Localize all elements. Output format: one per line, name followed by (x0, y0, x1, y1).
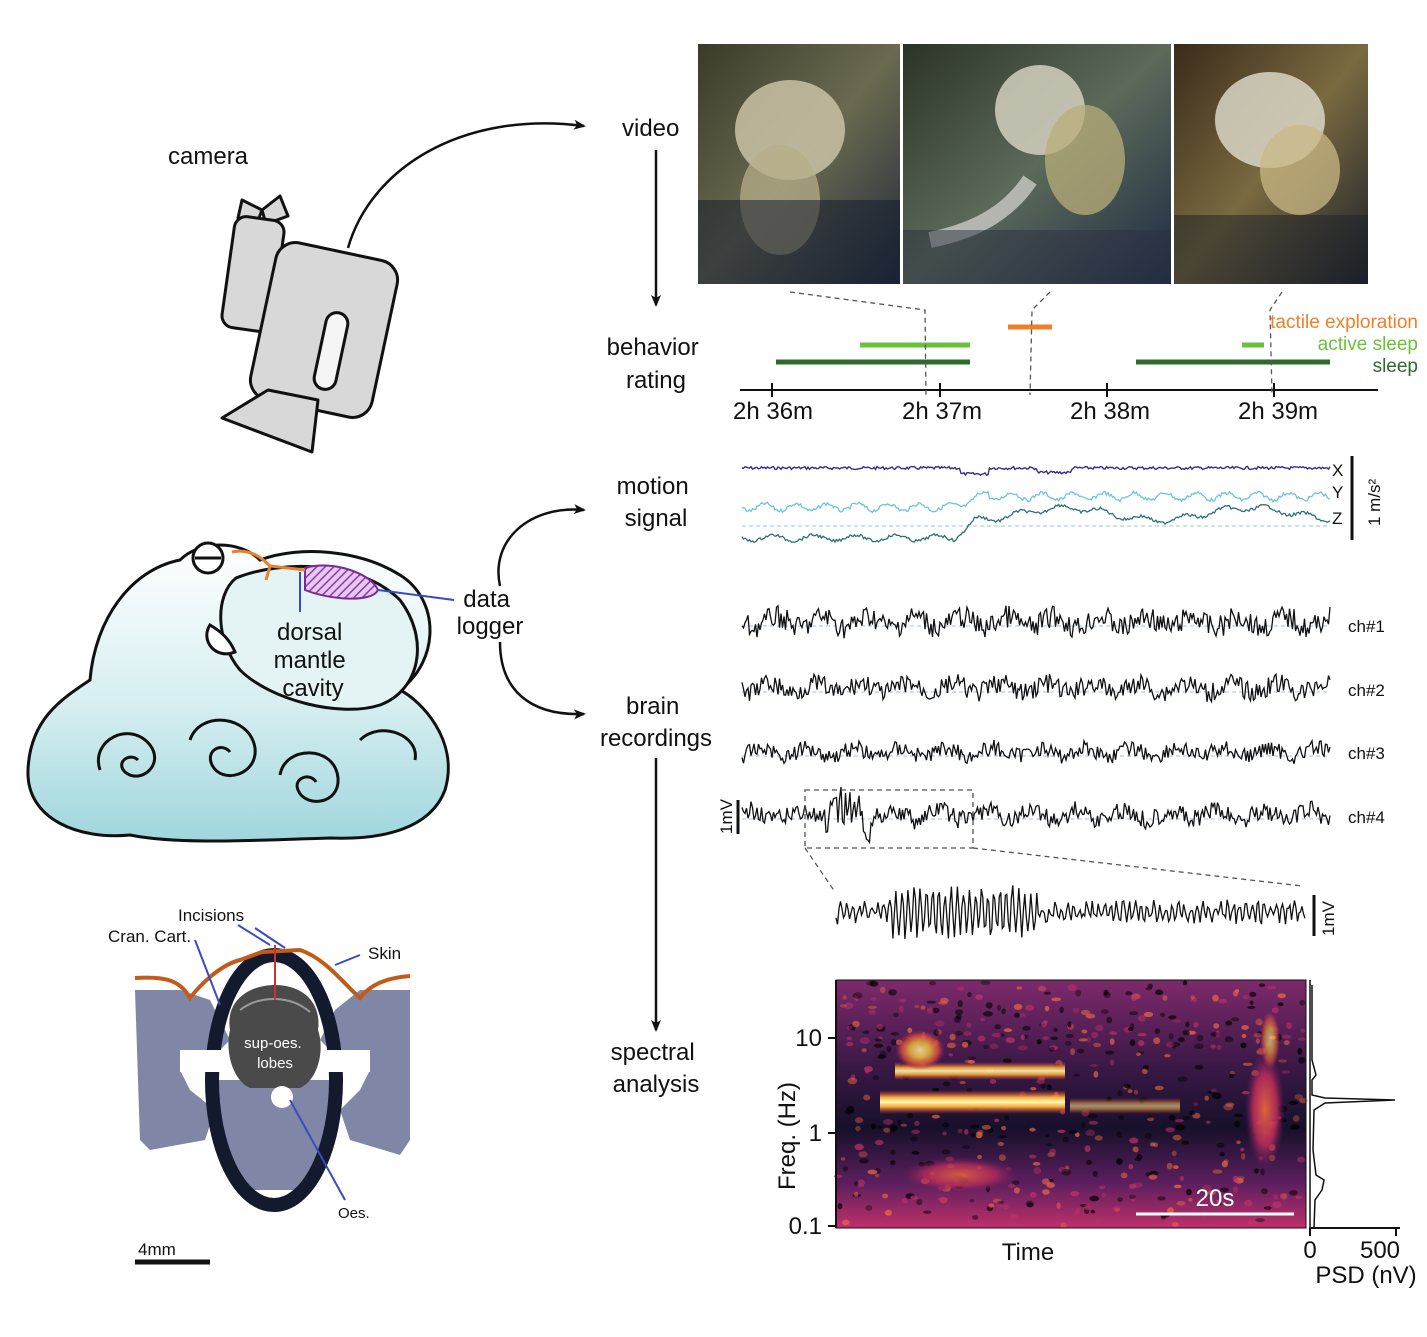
channel-label: ch#4 (1348, 808, 1385, 827)
motion-scale-label: 1 m/s² (1365, 478, 1384, 526)
cran-cart-label: Cran. Cart. (108, 927, 191, 946)
legend-tactile-exploration: tactile exploration (1270, 312, 1418, 333)
motion-trace-z (741, 503, 1331, 544)
data-logger-pointer (377, 589, 455, 601)
anatomy-diagram (134, 924, 411, 1212)
behavior-rating-label: behavior rating (607, 334, 706, 394)
incisions-label: Incisions (178, 906, 244, 925)
spectral-analysis-label: spectral analysis (611, 1039, 702, 1098)
brain-traces (741, 604, 1331, 845)
motion-signal-label: motion signal (617, 473, 696, 532)
video-frames (698, 44, 1368, 284)
behavior-timeline (740, 291, 1378, 397)
motion-axis-z: Z (1332, 509, 1342, 528)
lobes-label: sup-oes. lobes (244, 1035, 306, 1072)
video-frame (1174, 44, 1368, 284)
psd-tick-label: 500 (1360, 1237, 1400, 1264)
spectrogram-xlabel: Time (1002, 1239, 1054, 1266)
brain-scale-label: 1mV (717, 798, 736, 834)
video-frame (698, 44, 900, 284)
brain-recordings-label: brain recordings (600, 693, 712, 752)
inset-trace (835, 885, 1306, 939)
anatomy-scalebar-label: 4mm (138, 1240, 176, 1259)
ytick-label: 1 (809, 1120, 822, 1147)
time-tick-label: 2h 37m (902, 398, 982, 425)
logger-to-brain-arrow (498, 641, 586, 720)
video-frame (903, 44, 1171, 284)
oes-label: Oes. (338, 1205, 370, 1222)
psd-tick-label: 0 (1303, 1237, 1316, 1264)
time-tick-label: 2h 38m (1070, 398, 1150, 425)
brain-trace-ch2 (741, 672, 1331, 704)
camera-label: camera (168, 143, 249, 170)
skin-label: Skin (368, 944, 401, 963)
motion-trace-y (741, 490, 1331, 514)
video-label: video (622, 115, 679, 142)
spectrogram-ylabel: Freq. (Hz) (774, 1082, 801, 1190)
spectrogram-yaxis (828, 980, 837, 1228)
channel-label: ch#1 (1348, 617, 1385, 636)
psd-label: PSD (nV) (1315, 1262, 1416, 1289)
octopus-illustration (26, 541, 450, 843)
spectrogram-scalebar-label: 20s (1196, 1185, 1235, 1212)
motion-trace-x (741, 465, 1331, 477)
channel-label: ch#2 (1348, 681, 1385, 700)
legend-sleep: sleep (1373, 356, 1418, 377)
motion-axis-y: Y (1332, 483, 1343, 502)
camera-icon (220, 194, 400, 454)
camera-to-video-arrow (346, 119, 586, 249)
legend-active-sleep: active sleep (1318, 334, 1418, 355)
logger-to-motion-arrow (497, 504, 586, 587)
ytick-label: 0.1 (789, 1213, 822, 1240)
psd-plot (1309, 980, 1400, 1236)
time-tick-label: 2h 39m (1238, 398, 1318, 425)
time-tick-label: 2h 36m (733, 398, 813, 425)
ytick-label: 10 (795, 1025, 822, 1052)
inset-scale-label: 1mV (1319, 900, 1338, 936)
brain-trace-ch3 (741, 738, 1331, 765)
dorsal-mantle-cavity-label: dorsal mantle cavity (274, 619, 353, 702)
data-logger-label: data logger (457, 586, 524, 640)
brain-trace-ch1 (741, 604, 1331, 639)
motion-traces (741, 465, 1331, 544)
spectrogram (833, 979, 1308, 1229)
zoom-box (804, 789, 974, 849)
channel-label: ch#3 (1348, 744, 1385, 763)
brain-trace-ch4 (741, 786, 1331, 845)
motion-axis-x: X (1332, 461, 1343, 480)
inset-brain-trace (835, 885, 1306, 939)
